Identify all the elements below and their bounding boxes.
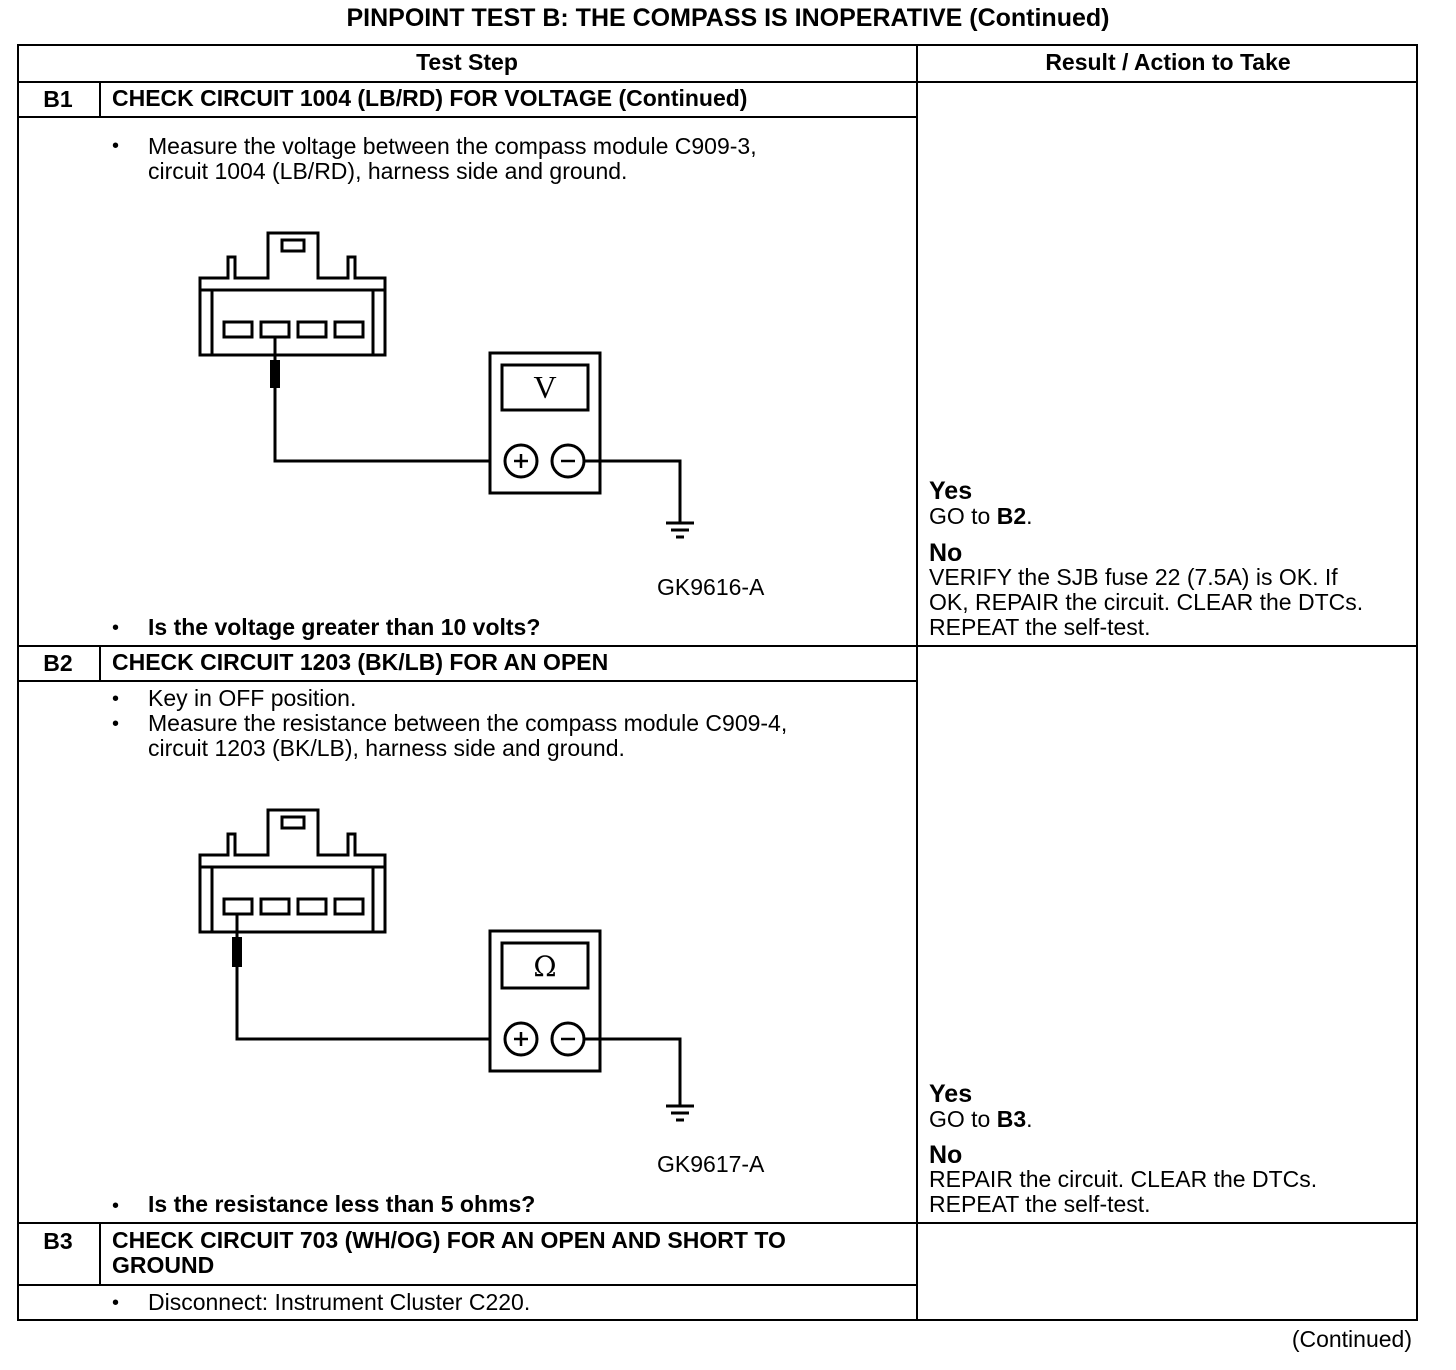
- step-id-b1: B1: [43, 86, 73, 112]
- result-no-label: No: [929, 539, 963, 567]
- bullet-icon: •: [112, 1292, 120, 1314]
- meter-symbol: V: [533, 369, 556, 405]
- bullet-icon: •: [112, 135, 120, 157]
- page-title: PINPOINT TEST B: THE COMPASS IS INOPERAT…: [346, 4, 1110, 32]
- step-instruction: circuit 1004 (LB/RD), harness side and g…: [148, 158, 628, 184]
- result-yes-label: Yes: [929, 1080, 973, 1108]
- result-no-action: VERIFY the SJB fuse 22 (7.5A) is OK. If: [929, 564, 1338, 590]
- step-heading-b2: CHECK CIRCUIT 1203 (BK/LB) FOR AN OPEN: [112, 649, 609, 675]
- continued-footer: (Continued): [1291, 1326, 1412, 1352]
- figure-id-b2: GK9617-A: [657, 1151, 765, 1177]
- step-heading-b1: CHECK CIRCUIT 1004 (LB/RD) FOR VOLTAGE (…: [112, 85, 748, 111]
- step-id-b3: B3: [43, 1228, 73, 1254]
- step-heading-b3: CHECK CIRCUIT 703 (WH/OG) FOR AN OPEN AN…: [112, 1227, 786, 1253]
- pinpoint-test-table: [17, 44, 1418, 1321]
- result-yes-label: Yes: [929, 477, 973, 505]
- step-id-divider: [99, 82, 101, 118]
- result-yes-action: GO to B2.: [929, 503, 1033, 529]
- bullet-icon: •: [112, 713, 120, 735]
- step-id-divider: [99, 646, 101, 682]
- column-divider: [916, 44, 918, 1321]
- step-instruction: Measure the voltage between the compass …: [148, 133, 757, 159]
- resistance-test-diagram: Ω: [198, 808, 694, 1122]
- step-instruction: Disconnect: Instrument Cluster C220.: [148, 1289, 531, 1315]
- bullet-icon: •: [112, 617, 120, 639]
- bullet-icon: •: [112, 1195, 120, 1217]
- row-divider: [17, 680, 917, 682]
- row-divider: [17, 1284, 917, 1286]
- result-no-action: REPEAT the self-test.: [929, 1191, 1151, 1217]
- step-instruction: Measure the resistance between the compa…: [148, 710, 788, 736]
- bullet-icon: •: [112, 688, 120, 710]
- step-id-divider: [99, 1223, 101, 1285]
- row-divider: [17, 645, 1418, 647]
- row-divider: [17, 81, 1418, 83]
- step-heading-b3: GROUND: [112, 1252, 215, 1278]
- row-divider: [17, 116, 917, 118]
- result-no-label: No: [929, 1141, 963, 1169]
- voltage-test-diagram: V: [198, 231, 694, 539]
- meter-symbol: Ω: [533, 950, 556, 983]
- step-instruction: circuit 1203 (BK/LB), harness side and g…: [148, 735, 625, 761]
- step-instruction: Key in OFF position.: [148, 685, 357, 711]
- result-no-action: OK, REPAIR the circuit. CLEAR the DTCs.: [929, 589, 1364, 615]
- result-no-action: REPEAT the self-test.: [929, 614, 1151, 640]
- column-header-test-step: Test Step: [416, 49, 518, 75]
- column-header-result: Result / Action to Take: [1045, 49, 1291, 75]
- result-yes-action: GO to B3.: [929, 1106, 1033, 1132]
- row-divider: [17, 1222, 1418, 1224]
- step-question-b2: Is the resistance less than 5 ohms?: [148, 1191, 536, 1217]
- figure-id-b1: GK9616-A: [657, 574, 765, 600]
- result-no-action: REPAIR the circuit. CLEAR the DTCs.: [929, 1166, 1318, 1192]
- step-question-b1: Is the voltage greater than 10 volts?: [148, 614, 541, 640]
- step-id-b2: B2: [43, 650, 73, 676]
